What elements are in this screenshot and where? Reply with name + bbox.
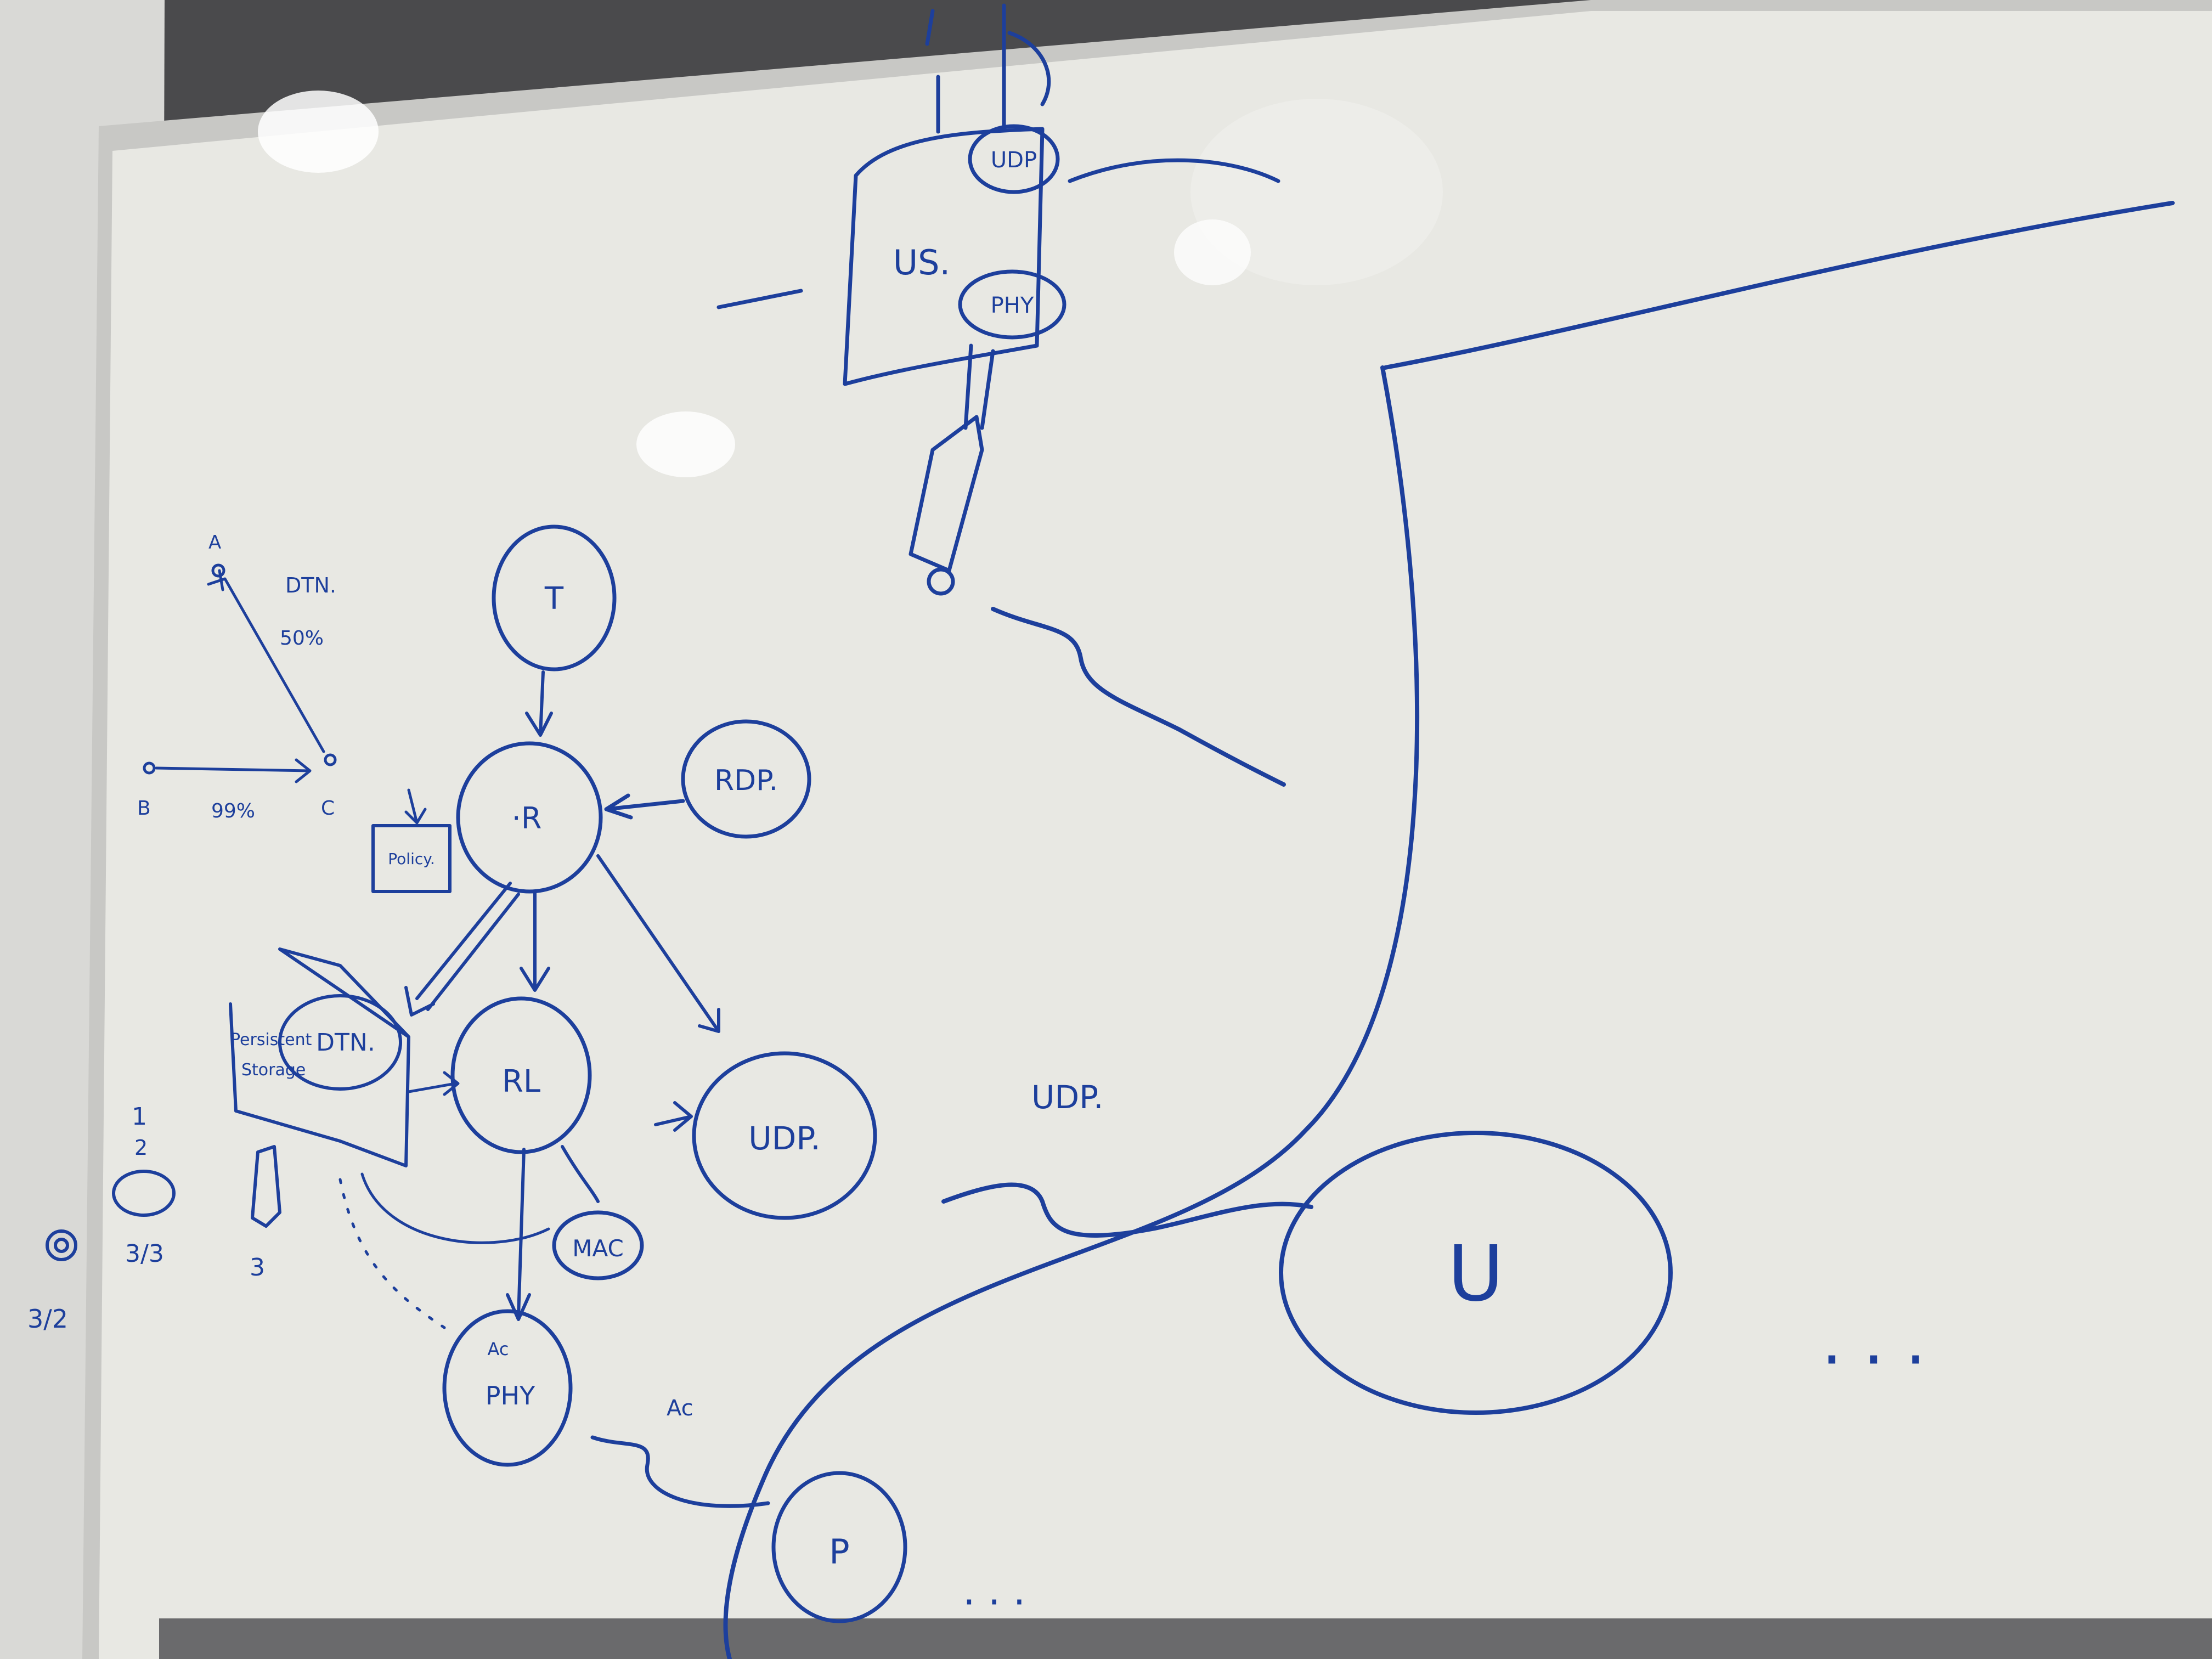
node-dtn-circle — [278, 994, 402, 1091]
label-b: B — [137, 797, 151, 820]
label-2: 2 — [134, 1136, 148, 1160]
glare — [1190, 99, 1443, 285]
node-dtn-label: DTN. — [316, 1029, 375, 1057]
node-c — [324, 753, 337, 766]
arrow-a-c — [207, 569, 325, 753]
node-udp-mid-circle — [692, 1051, 877, 1220]
arrow-to-udp — [654, 1101, 693, 1132]
marker-tray — [159, 1618, 2212, 1659]
node-p-label: P — [829, 1532, 849, 1572]
label-udp-link: UDP. — [1031, 1079, 1104, 1116]
node-mac-circle — [552, 1210, 644, 1280]
node-udp-mid-label: UDP. — [748, 1120, 821, 1157]
node-r-circle — [456, 741, 603, 894]
phy-top-label: PHY — [991, 293, 1034, 318]
ceiling-light-reflection — [1174, 219, 1251, 285]
legend-target-icon-inner — [54, 1238, 69, 1253]
node-t-label: T — [544, 581, 564, 617]
label-dtn: DTN. — [285, 573, 336, 597]
arrow-rdp-r — [604, 793, 685, 820]
us-top-connectors — [925, 3, 1051, 134]
dots-p: · · · — [963, 1579, 1025, 1625]
us-squiggle-line — [991, 607, 1286, 787]
udp-top-label: UDP — [991, 148, 1037, 173]
boundary-curve — [723, 365, 1420, 1659]
ceiling-light-reflection — [636, 411, 735, 477]
label-c: C — [321, 797, 335, 820]
arrow-r-rl — [520, 890, 550, 992]
node-t-circle — [492, 524, 617, 672]
node-p-circle — [771, 1471, 907, 1623]
node-phy-circle — [442, 1309, 573, 1467]
node-rl-circle — [450, 996, 592, 1154]
node-r-label: ·R — [512, 801, 542, 836]
dots-u: · · · — [1821, 1322, 1926, 1398]
node-b — [143, 761, 156, 775]
rl-to-mac — [561, 1145, 600, 1203]
label-a: A — [208, 532, 221, 554]
node-mac-label: MAC — [572, 1235, 624, 1262]
legend-cylinder-icon — [251, 1145, 281, 1228]
policy-label: Policy. — [388, 850, 435, 868]
us-box — [843, 127, 1045, 386]
arrow-r-udp — [596, 854, 720, 1033]
storage-box — [229, 947, 410, 1167]
boundary-top-line — [1383, 201, 2175, 370]
arrow-rl-phy — [506, 1148, 531, 1321]
label-99-percent: 99% — [211, 800, 255, 822]
arrow-storage-rl — [407, 1071, 460, 1096]
node-rdp-label: RDP. — [714, 764, 778, 797]
legend-ellipse-icon — [112, 1170, 176, 1217]
policy-box — [371, 824, 452, 893]
dotted-link — [338, 1178, 446, 1329]
label-50-percent: 50% — [280, 627, 324, 650]
label-ac-link: Ac — [667, 1396, 693, 1421]
node-phy-label: PHY — [486, 1381, 535, 1410]
node-u-label: U — [1448, 1229, 1504, 1319]
udp-top-circle — [968, 124, 1060, 194]
storage-label-2: Storage — [241, 1060, 306, 1080]
link-phy-p — [590, 1435, 770, 1508]
node-rdp-circle — [681, 719, 811, 839]
phy-top-circle — [958, 269, 1066, 340]
link-udp-u — [941, 1182, 1313, 1238]
arrow-b-c — [155, 758, 312, 783]
us-bottom-connector — [909, 343, 995, 573]
us-side-line-left — [716, 289, 803, 309]
label-3: 3 — [250, 1254, 265, 1282]
node-phy-superscript: Ac — [488, 1339, 509, 1359]
node-a — [211, 563, 225, 578]
arrow-t-r — [525, 670, 553, 737]
us-side-line-right — [1068, 158, 1280, 183]
board-surface — [99, 11, 2212, 1659]
legend-target-icon — [46, 1229, 77, 1261]
label-3-2: 3/2 — [27, 1304, 68, 1334]
us-label: US. — [893, 242, 950, 283]
us-bottom-node — [927, 567, 955, 596]
node-rl-label: RL — [502, 1064, 540, 1099]
arrow-r-dtn — [404, 882, 520, 1017]
label-1: 1 — [132, 1103, 147, 1131]
storage-label-1: Persistent — [230, 1030, 312, 1049]
label-3-3: 3/3 — [125, 1240, 164, 1268]
arrow-policy — [404, 788, 427, 825]
ceiling-light-reflection — [258, 91, 379, 173]
node-u-circle — [1279, 1131, 1673, 1415]
storage-to-mac-curve — [360, 1172, 550, 1244]
